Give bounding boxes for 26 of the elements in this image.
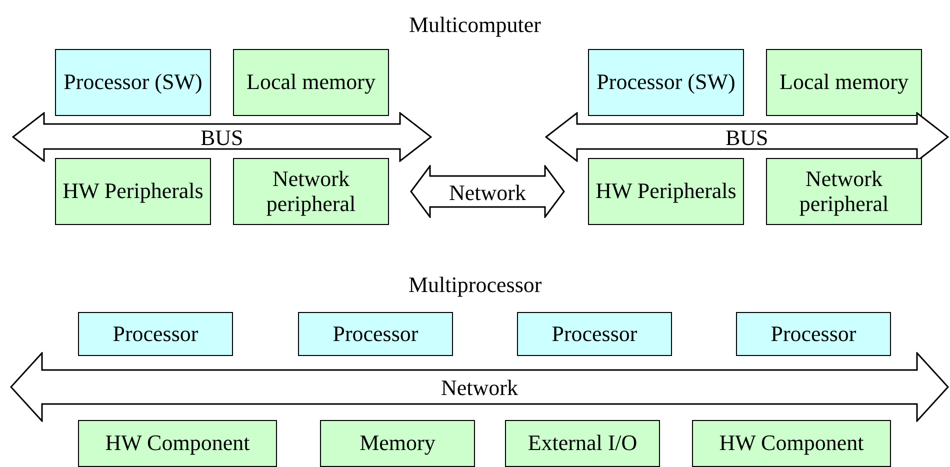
component-box: Processor (SW): [588, 49, 744, 116]
component-box: Network peripheral: [766, 158, 922, 225]
component-box: Processor: [298, 312, 453, 356]
double-block-arrow: [545, 112, 949, 162]
arrow-label: Network: [449, 182, 526, 204]
arrow-label: Network: [441, 377, 518, 399]
component-box: Local memory: [233, 49, 389, 116]
component-box: Processor (SW): [55, 49, 211, 116]
double-block-arrow: [10, 352, 949, 422]
component-box: Memory: [320, 420, 475, 467]
arrow-label: BUS: [726, 126, 768, 148]
component-box: Processor: [517, 312, 672, 356]
component-box: HW Peripherals: [55, 158, 211, 225]
component-box: HW Component: [692, 420, 891, 467]
component-box: Processor: [736, 312, 891, 356]
component-box: HW Component: [78, 420, 277, 467]
double-block-arrow: [12, 112, 432, 162]
component-box: Local memory: [766, 49, 922, 116]
double-block-arrow: [410, 165, 565, 218]
component-box: External I/O: [505, 420, 660, 467]
component-box: Network peripheral: [233, 158, 389, 225]
arrow-label: BUS: [200, 126, 244, 148]
section-heading: Multiprocessor: [408, 272, 542, 298]
component-box: Processor: [78, 312, 233, 356]
component-box: HW Peripherals: [588, 158, 744, 225]
section-heading: Multicomputer: [409, 12, 541, 38]
